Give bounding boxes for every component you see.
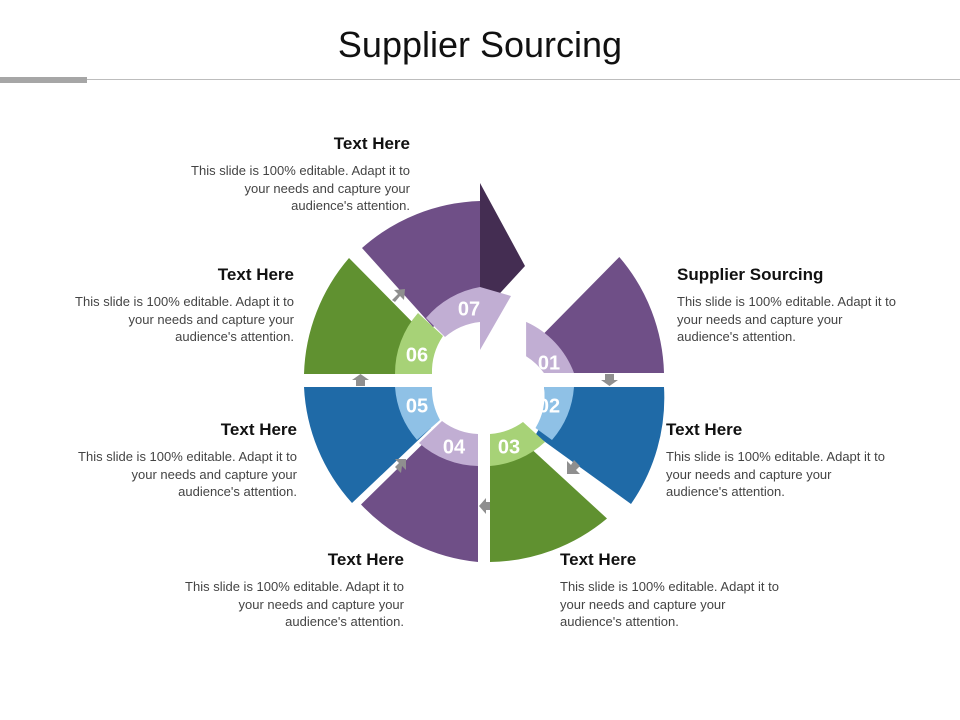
segment-01-inner xyxy=(526,321,574,373)
segment-04-outer xyxy=(361,427,478,562)
segment-03-inner xyxy=(490,422,545,466)
segment-07-inner xyxy=(426,287,511,350)
segment-07-number: 07 xyxy=(458,298,480,320)
text-block-01-heading: Supplier Sourcing xyxy=(677,265,824,284)
segment-02-outer xyxy=(535,387,665,504)
page-title: Supplier Sourcing xyxy=(337,24,623,65)
text-block-07-body: This slide is 100% editable. Adapt it to… xyxy=(191,163,410,213)
segment-01[interactable]: 01 xyxy=(526,257,664,374)
flow-arrows xyxy=(352,289,618,514)
text-block-01-body: This slide is 100% editable. Adapt it to… xyxy=(677,294,896,344)
segment-02[interactable]: 02 xyxy=(535,387,665,504)
segment-01-number: 01 xyxy=(538,352,560,374)
segment-04[interactable]: 04 xyxy=(361,421,478,562)
text-block-05-body: This slide is 100% editable. Adapt it to… xyxy=(78,449,297,499)
segment-02-inner xyxy=(535,387,574,440)
segment-01-outer xyxy=(531,257,664,373)
segment-04-inner xyxy=(419,421,478,466)
segment-07-outer xyxy=(362,201,480,327)
text-block-03-body: This slide is 100% editable. Adapt it to… xyxy=(560,579,779,629)
arrow-05-to-06 xyxy=(352,374,369,386)
text-block-07: Text Here This slide is 100% editable. A… xyxy=(180,134,410,215)
arrow-06-to-07 xyxy=(392,289,405,302)
segment-02-number: 02 xyxy=(538,395,560,417)
text-block-03-heading: Text Here xyxy=(560,550,637,569)
segment-05-inner xyxy=(395,387,440,440)
segment-06-number: 06 xyxy=(406,344,428,366)
text-block-06: Text Here This slide is 100% editable. A… xyxy=(64,265,294,346)
text-block-02-body: This slide is 100% editable. Adapt it to… xyxy=(666,449,885,499)
text-block-05: Text Here This slide is 100% editable. A… xyxy=(67,420,297,501)
segment-05[interactable]: 05 xyxy=(304,387,440,503)
text-block-07-heading: Text Here xyxy=(333,134,410,153)
arrow-02-to-03 xyxy=(567,460,580,474)
title-divider xyxy=(0,79,960,80)
segment-03[interactable]: 03 xyxy=(490,422,607,562)
segment-03-number: 03 xyxy=(498,436,520,458)
segment-04-number: 04 xyxy=(443,436,466,458)
segment-07-arrowhead xyxy=(480,183,525,315)
text-block-04: Text Here This slide is 100% editable. A… xyxy=(174,550,404,631)
segment-06-outer xyxy=(304,258,425,374)
segment-07[interactable]: 07 xyxy=(362,183,525,350)
text-block-03: Text Here This slide is 100% editable. A… xyxy=(560,550,790,631)
segment-06[interactable]: 06 xyxy=(304,258,443,374)
text-block-06-body: This slide is 100% editable. Adapt it to… xyxy=(75,294,294,344)
text-block-02: Text Here This slide is 100% editable. A… xyxy=(666,420,896,501)
title-divider-accent xyxy=(0,77,87,83)
text-block-04-body: This slide is 100% editable. Adapt it to… xyxy=(185,579,404,629)
arrow-03-to-04 xyxy=(479,498,490,514)
arrow-04-to-05 xyxy=(395,459,406,473)
arrow-01-to-02 xyxy=(601,374,618,386)
segment-05-outer xyxy=(304,387,431,503)
segment-03-outer xyxy=(490,444,607,562)
text-block-01: Supplier Sourcing This slide is 100% edi… xyxy=(677,265,907,346)
segment-06-inner xyxy=(394,313,443,374)
text-block-02-heading: Text Here xyxy=(666,420,743,439)
text-block-04-heading: Text Here xyxy=(327,550,404,569)
segment-05-number: 05 xyxy=(406,395,428,417)
text-block-05-heading: Text Here xyxy=(220,420,297,439)
text-block-06-heading: Text Here xyxy=(217,265,294,284)
